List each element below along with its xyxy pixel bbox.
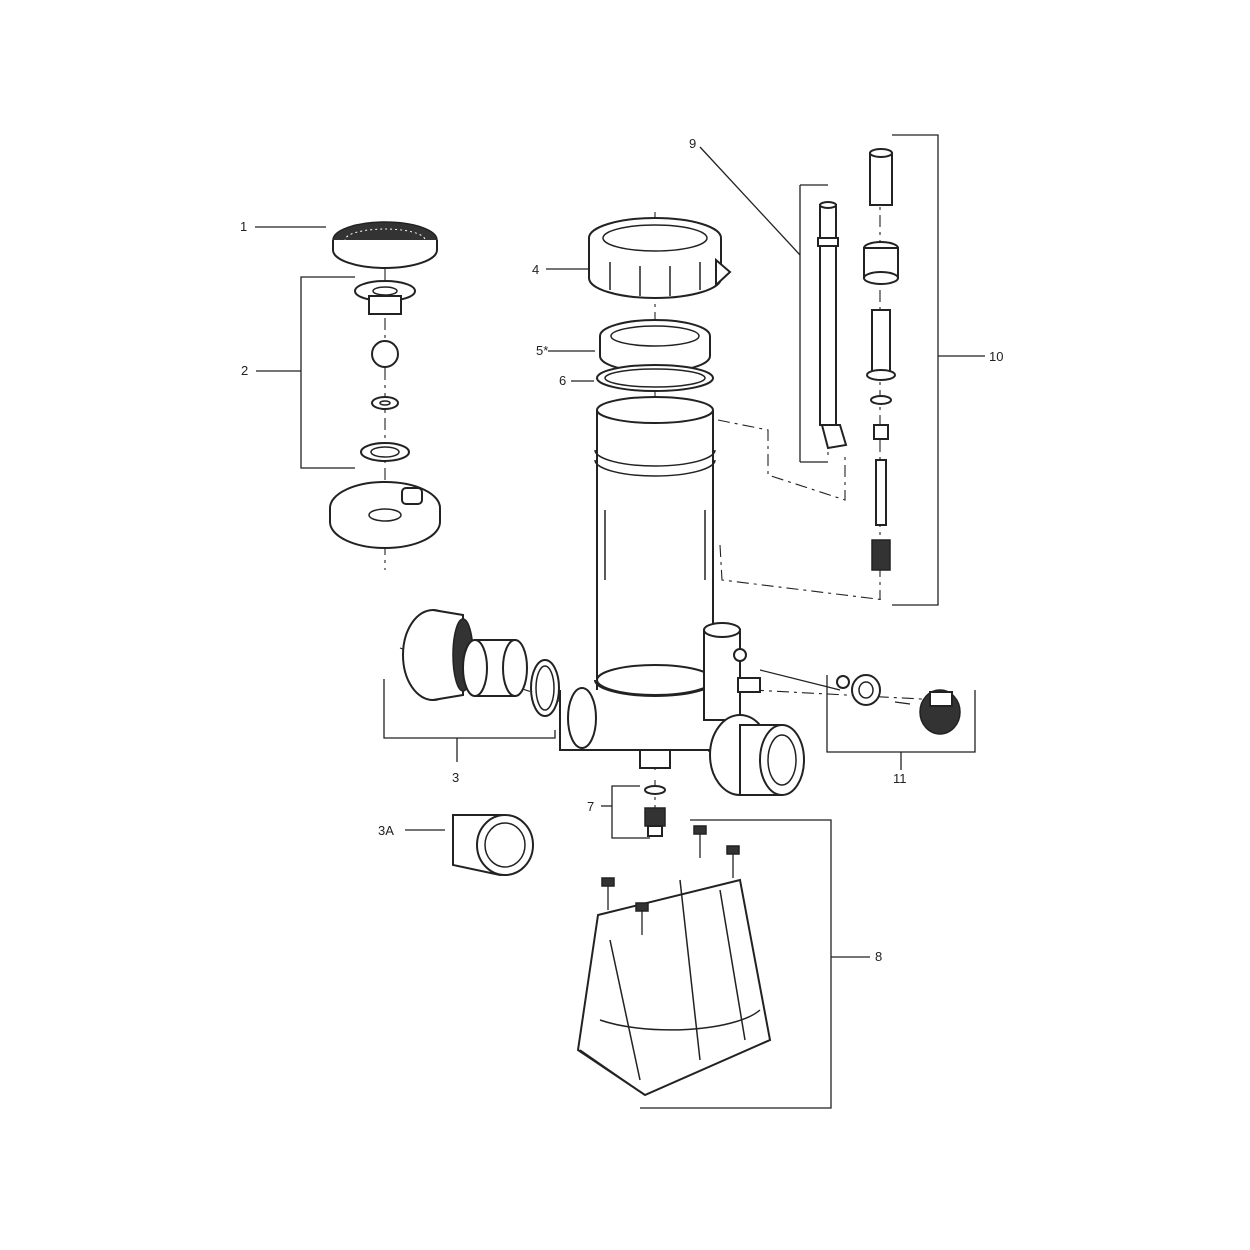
label-part-9: 9 [689,136,696,151]
label-part-1: 1 [240,219,247,234]
label-part-6: 6 [559,373,566,388]
side-tee-fitting [703,622,761,721]
label-part-5: 5* [536,343,548,358]
label-part-11: 11 [893,771,907,786]
part-7-drain [644,785,666,837]
part-11-injector [836,674,961,735]
label-part-4: 4 [532,262,539,277]
part-2-check-valve [354,280,416,462]
part-4-lock-ring [588,217,732,299]
part-8-stand [576,825,772,1097]
bottom-cap [329,481,441,549]
part-10-flow-meter [863,148,899,571]
part-6-o-ring [596,364,714,392]
part-5-lid [599,319,711,373]
part-3-union-left [402,609,560,717]
label-part-2: 2 [241,363,248,378]
label-part-3a: 3A [378,823,394,838]
part-3a-adapter [452,814,534,877]
label-part-8: 8 [875,949,882,964]
union-right [709,714,805,796]
label-part-3: 3 [452,770,459,785]
part-1-grated-lid [332,221,438,269]
part-9-inlet-tube [817,201,848,450]
leader-lines [255,134,985,1109]
label-part-7: 7 [587,799,594,814]
label-part-10: 10 [989,349,1003,364]
part-labels: 1 2 3 3A 4 5* 6 7 8 9 10 11 [240,136,1003,964]
